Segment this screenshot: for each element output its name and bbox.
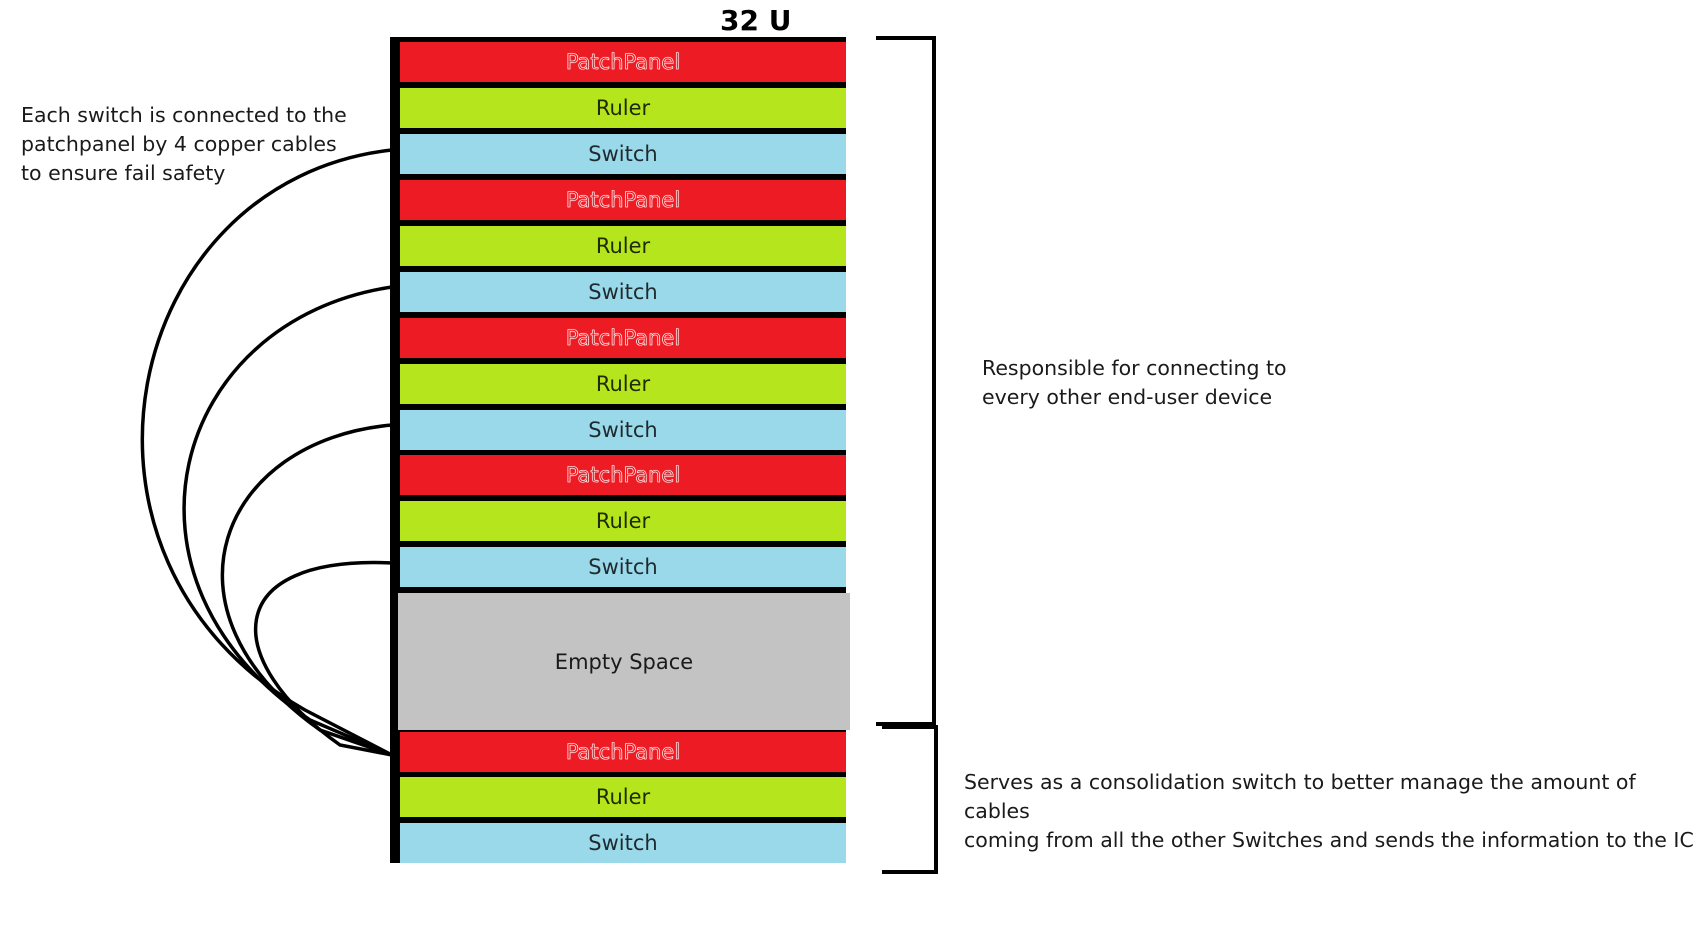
- copper-cable: [182, 285, 394, 757]
- rack-title: 32 U: [720, 4, 792, 37]
- patch-panel-unit: PatchPanel: [400, 42, 846, 82]
- switch-unit: Switch: [400, 410, 846, 450]
- switch-unit: Switch: [400, 547, 846, 587]
- switch-unit: Switch: [400, 134, 846, 174]
- patch-panel-unit: PatchPanel: [400, 732, 846, 772]
- empty-space-unit: Empty Space: [398, 593, 850, 730]
- patch-panel-unit: PatchPanel: [400, 180, 846, 220]
- upper-group-bracket: [876, 36, 936, 726]
- ruler-unit: Ruler: [400, 777, 846, 817]
- upper-group-note: Responsible for connecting to every othe…: [982, 356, 1287, 409]
- switch-unit: Switch: [400, 272, 846, 312]
- ruler-unit: Ruler: [400, 226, 846, 266]
- patch-panel-unit: PatchPanel: [400, 318, 846, 358]
- copper-cable: [254, 560, 394, 757]
- ruler-unit: Ruler: [400, 364, 846, 404]
- copper-cable: [220, 423, 394, 757]
- server-rack: PatchPanel Ruler Switch PatchPanel Ruler…: [390, 37, 850, 863]
- patch-panel-unit: PatchPanel: [400, 455, 846, 495]
- switch-unit: Switch: [400, 823, 846, 863]
- lower-group-note: Serves as a consolidation switch to bett…: [964, 770, 1694, 852]
- lower-group-bracket: [882, 725, 938, 874]
- ruler-unit: Ruler: [400, 501, 846, 541]
- ruler-unit: Ruler: [400, 88, 846, 128]
- cables-note: Each switch is connected to the patchpan…: [21, 103, 347, 185]
- copper-cable: [140, 148, 394, 757]
